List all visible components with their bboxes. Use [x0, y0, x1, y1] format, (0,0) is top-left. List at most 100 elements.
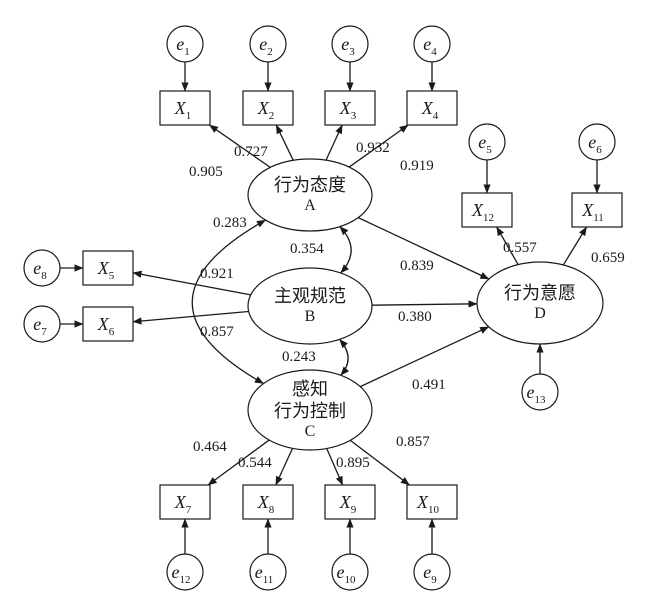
indicator-label-X4: X4 [421, 98, 439, 122]
latent-label-C-line2: 行为控制 [274, 401, 346, 422]
error-node-e6 [578, 123, 616, 161]
latent-letter-B: B [305, 308, 316, 325]
correlation-value-A-B: 0.354 [290, 241, 324, 257]
indicator-box-X1 [159, 90, 211, 126]
latent-letter-A: A [304, 197, 316, 214]
latent-label-D: 行为意愿 [504, 283, 576, 304]
correlation-arrow-A-B [339, 226, 352, 274]
loading-arrow-C-X8 [275, 448, 294, 486]
loading-arrow-A-X4 [348, 124, 409, 168]
indicator-box-X2 [242, 90, 294, 126]
indicator-box-X11 [571, 192, 623, 228]
indicator-label-X12: X12 [471, 200, 494, 224]
latent-letter-C: C [305, 423, 316, 440]
loading-arrow-B-X5 [132, 270, 251, 296]
loading-value-A-X3: 0.932 [356, 140, 390, 156]
error-label-e11: e11 [255, 562, 274, 586]
error-label-e5: e5 [478, 132, 492, 156]
loading-value-D-X11: 0.659 [591, 250, 625, 266]
loading-value-C-X10: 0.857 [396, 434, 430, 450]
path-value-A-D: 0.839 [400, 258, 434, 274]
indicator-label-X5: X5 [97, 258, 115, 282]
indicator-label-X8: X8 [257, 492, 275, 516]
loading-value-C-X7: 0.464 [193, 439, 227, 455]
correlation-value-B-C: 0.243 [282, 349, 316, 365]
error-node-e4 [413, 25, 451, 63]
indicator-box-X4 [406, 90, 458, 126]
indicator-box-X6 [82, 306, 134, 342]
correlation-value-A-C: 0.283 [213, 215, 247, 231]
latent-node-B [247, 267, 373, 345]
error-label-e10: e10 [337, 562, 357, 586]
indicator-label-X3: X3 [339, 98, 357, 122]
error-label-e8: e8 [33, 258, 47, 282]
loading-arrow-C-X7 [207, 439, 270, 486]
error-label-e3: e3 [341, 34, 355, 58]
indicator-box-X10 [406, 484, 458, 520]
path-arrow-B-D [371, 300, 478, 308]
loading-value-A-X1: 0.905 [189, 164, 223, 180]
latent-node-C [247, 369, 373, 451]
loading-arrow-A-X3 [325, 124, 343, 161]
label-layer: 0.905 0.727 0.932 0.919 0.921 0.857 0.464 0.544… [33, 34, 625, 586]
indicator-box-X7 [159, 484, 211, 520]
error-label-e6: e6 [588, 132, 602, 156]
loading-arrow-D-X11 [562, 226, 588, 266]
latent-label-B: 主观规范 [274, 286, 346, 307]
indicator-label-X9: X9 [339, 492, 357, 516]
indicator-box-X5 [82, 250, 134, 286]
error-label-e2: e2 [259, 34, 273, 58]
loading-value-C-X8: 0.544 [238, 455, 272, 471]
latent-label-C-line1: 感知 [292, 379, 328, 400]
error-node-e13 [521, 373, 559, 411]
loading-arrow-A-X2 [275, 124, 294, 161]
path-value-C-D: 0.491 [412, 377, 446, 393]
loading-value-B-X5: 0.921 [200, 266, 234, 282]
path-arrow-C-D [360, 326, 490, 388]
correlation-arrow-B-C [339, 338, 350, 376]
indicator-box-X9 [324, 484, 376, 520]
indicator-box-X8 [242, 484, 294, 520]
loading-arrow-C-X9 [326, 448, 344, 486]
error-node-e3 [331, 25, 369, 63]
error-node-e10 [331, 553, 369, 591]
error-node-e7 [23, 305, 61, 343]
error-node-e2 [249, 25, 287, 63]
loading-arrow-A-X1 [209, 124, 271, 168]
latent-node-A [247, 158, 373, 232]
error-label-e7: e7 [33, 314, 47, 338]
indicator-label-X1: X1 [174, 98, 192, 122]
loading-arrow-D-X12 [496, 226, 519, 265]
error-node-e8 [23, 249, 61, 287]
indicator-label-X7: X7 [174, 492, 192, 516]
loading-value-C-X9: 0.895 [336, 455, 370, 471]
error-node-e1 [166, 25, 204, 63]
correlation-arrow-A-C [191, 219, 266, 385]
error-label-e12: e12 [172, 562, 191, 586]
error-node-e9 [413, 553, 451, 591]
error-label-e4: e4 [423, 34, 437, 58]
loading-value-D-X12: 0.557 [503, 240, 537, 256]
connector-layer [60, 62, 601, 554]
node-layer [23, 25, 623, 591]
latent-label-A: 行为态度 [274, 175, 346, 196]
error-node-e5 [468, 123, 506, 161]
error-label-e9: e9 [423, 562, 437, 586]
error-node-e11 [249, 553, 287, 591]
path-value-B-D: 0.380 [398, 309, 432, 325]
error-label-e13: e13 [527, 382, 547, 406]
loading-value-A-X2: 0.727 [234, 144, 268, 160]
indicator-label-X11: X11 [581, 200, 604, 224]
error-label-e1: e1 [176, 34, 190, 58]
path-arrow-A-D [357, 217, 490, 280]
indicator-box-X12 [461, 192, 513, 228]
indicator-label-X6: X6 [97, 314, 115, 338]
loading-value-A-X4: 0.919 [400, 158, 434, 174]
indicator-label-X10: X10 [416, 492, 440, 516]
loading-arrow-B-X6 [132, 310, 249, 325]
loading-value-B-X6: 0.857 [200, 324, 234, 340]
indicator-box-X3 [324, 90, 376, 126]
loading-arrow-C-X10 [349, 439, 410, 486]
indicator-label-X2: X2 [257, 98, 275, 122]
